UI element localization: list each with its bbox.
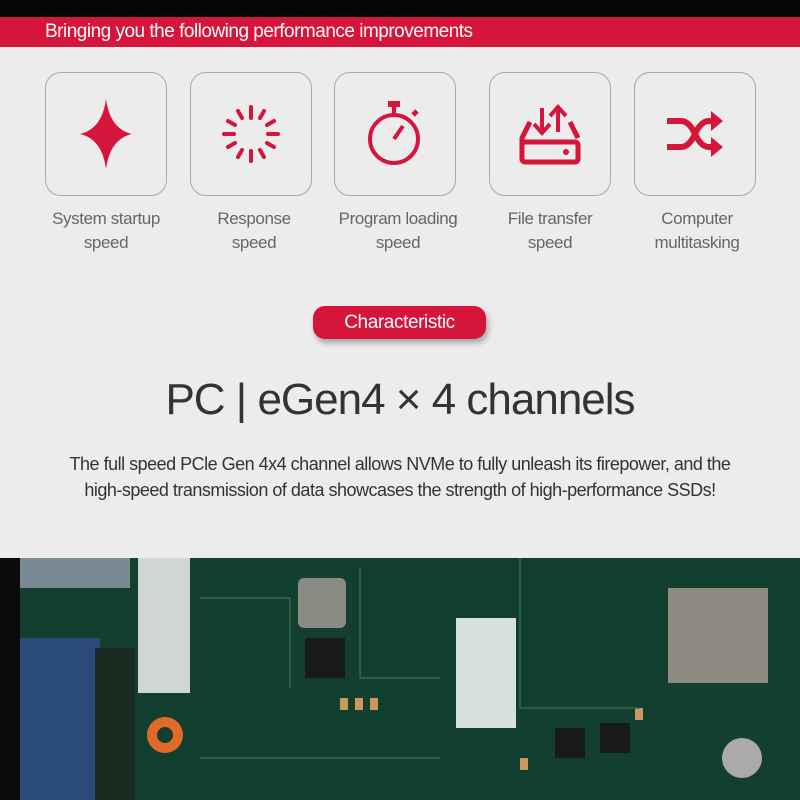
sparkle-icon xyxy=(80,99,132,169)
feature-card-multitasking xyxy=(634,72,756,196)
stopwatch-icon xyxy=(368,101,420,165)
section-description: The full speed PCle Gen 4x4 channel allo… xyxy=(69,454,731,500)
drive-transfer-icon xyxy=(519,103,581,165)
feature-card-program-loading xyxy=(334,72,456,196)
feature-card-response xyxy=(190,72,312,196)
feature-card-file-transfer xyxy=(489,72,611,196)
top-bar xyxy=(0,0,800,18)
section-title: PC | eGen4 × 4 channels xyxy=(165,375,635,424)
shuffle-icon xyxy=(667,111,723,157)
circuit-board-image xyxy=(0,558,800,800)
loading-spinner-icon xyxy=(222,105,280,163)
section-banner: Bringing you the following performance i… xyxy=(0,17,800,47)
characteristic-pill: Characteristic xyxy=(313,306,486,339)
feature-card-startup xyxy=(45,72,167,196)
